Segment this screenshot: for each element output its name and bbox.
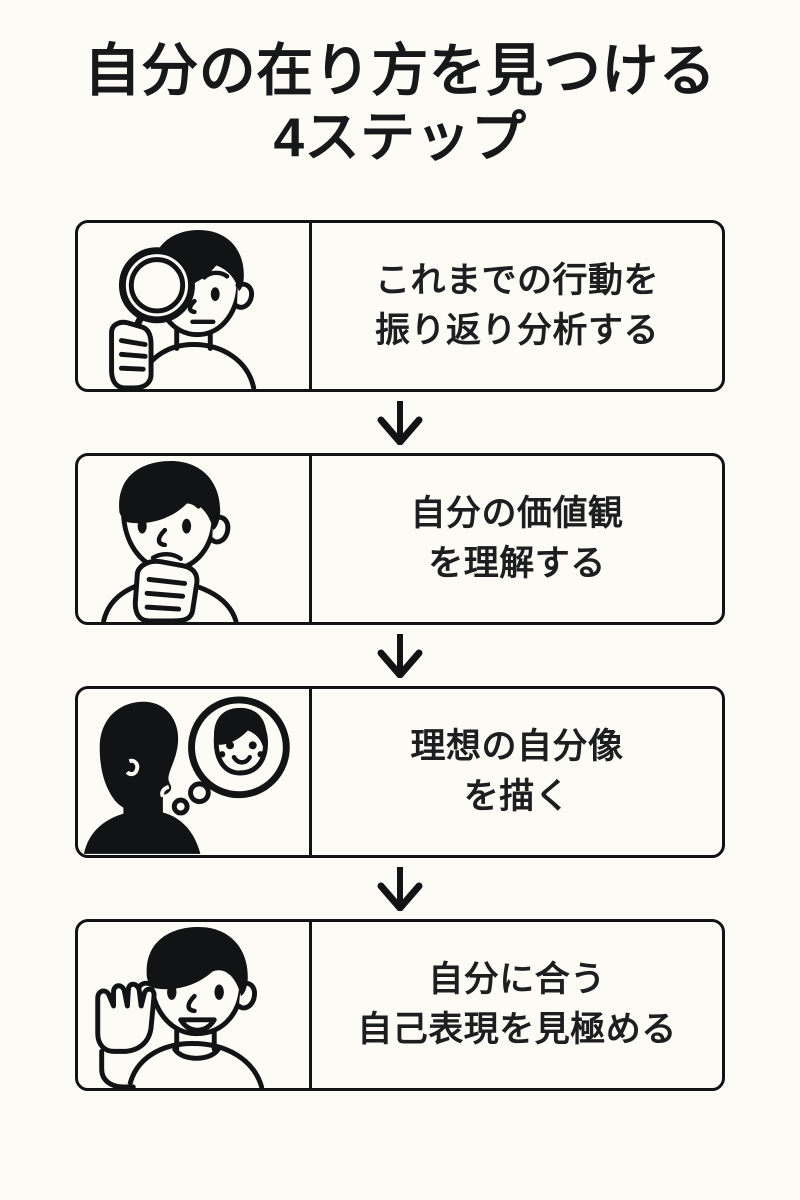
step-2-label: 自分の価値観 を理解する <box>410 489 623 588</box>
connector-1 <box>75 392 725 453</box>
connector-2 <box>75 625 725 686</box>
step-row-2: 自分の価値観 を理解する <box>75 453 725 625</box>
step-4-illustration-cell <box>78 922 312 1088</box>
page-title-line-1: 自分の在り方を見つける <box>83 39 717 103</box>
step-4-label-line-1: 自分に合う <box>428 960 606 1000</box>
step-4-label-line-2: 自己表現を見極める <box>357 1010 677 1049</box>
step-row-3: 理想の自分像 を描く <box>75 686 725 858</box>
person-with-magnifying-glass-icon <box>109 229 257 389</box>
step-1-label-line-2: 振り返り分析する <box>374 311 659 350</box>
step-3-label: 理想の自分像 を描く <box>410 722 623 821</box>
step-3-label-line-2: を描く <box>463 777 571 816</box>
connector-3 <box>75 858 725 919</box>
person-silhouette-with-thought-bubble-icon <box>83 696 290 854</box>
step-2-label-line-2: を理解する <box>428 544 606 583</box>
step-1-label-cell: これまでの行動を 振り返り分析する <box>312 223 722 389</box>
person-waving-hand-icon <box>95 927 265 1088</box>
step-1-illustration-cell <box>78 223 312 389</box>
arrow-down-icon <box>377 633 423 678</box>
step-4-label: 自分に合う 自己表現を見極める <box>357 955 677 1054</box>
step-3-label-cell: 理想の自分像 を描く <box>312 689 722 855</box>
step-2-label-line-1: 自分の価値観 <box>410 494 624 534</box>
step-row-4: 自分に合う 自己表現を見極める <box>75 919 725 1091</box>
step-3-illustration-cell <box>78 689 312 855</box>
step-4-label-cell: 自分に合う 自己表現を見極める <box>312 922 722 1088</box>
step-1-label-line-1: これまでの行動を <box>374 261 659 301</box>
step-row-1: これまでの行動を 振り返り分析する <box>75 220 725 392</box>
steps-list: これまでの行動を 振り返り分析する <box>75 220 725 1091</box>
page-title: 自分の在り方を見つける 4ステップ <box>0 38 800 170</box>
step-2-illustration-cell <box>78 456 312 622</box>
person-thinking-hand-on-chin-icon <box>101 461 239 622</box>
page-title-line-2: 4ステップ <box>273 106 527 169</box>
step-2-label-cell: 自分の価値観 を理解する <box>312 456 722 622</box>
step-1-label: これまでの行動を 振り返り分析する <box>375 256 659 355</box>
step-3-label-line-1: 理想の自分像 <box>410 727 624 767</box>
arrow-down-icon <box>377 866 423 911</box>
arrow-down-icon <box>377 400 423 445</box>
